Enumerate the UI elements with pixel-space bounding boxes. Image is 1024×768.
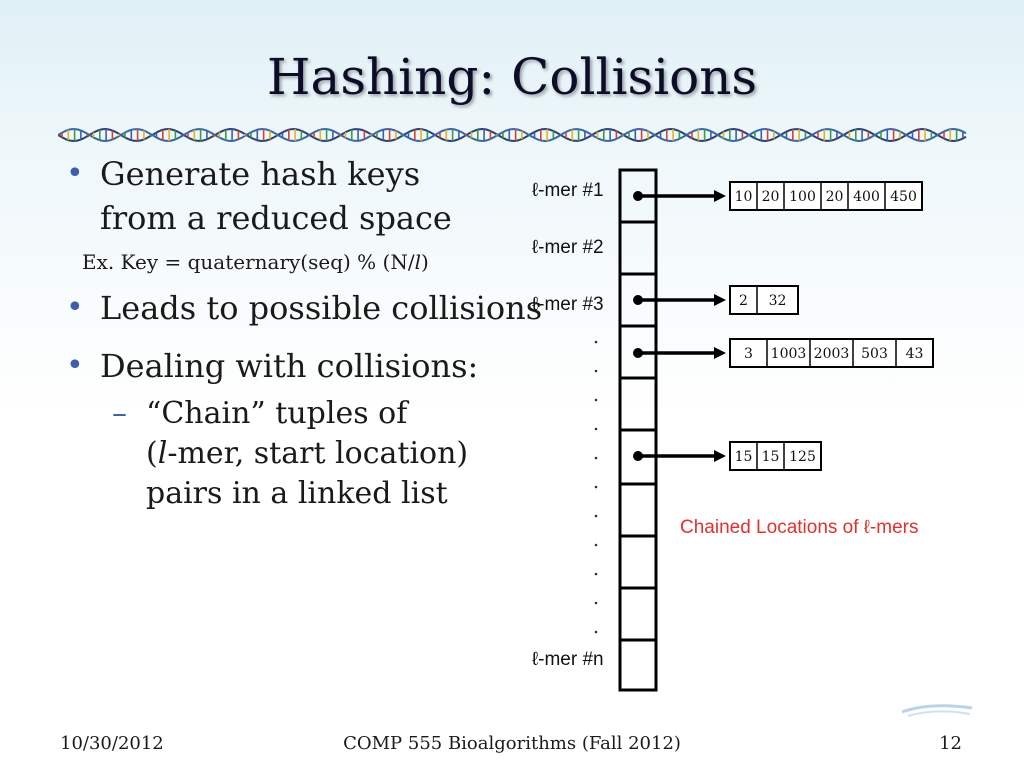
footer-course: COMP 555 Bioalgorithms (Fall 2012) — [343, 733, 681, 754]
bullet-3-text: Dealing with collisions: — [100, 347, 479, 385]
example-suffix: ) — [420, 250, 429, 274]
bullet-item-2: • Leads to possible collisions — [62, 286, 592, 330]
ellipsis-dot — [594, 340, 598, 344]
row-label-3: ℓ-mer #3 — [532, 294, 604, 315]
row-label-2: ℓ-mer #2 — [532, 237, 604, 258]
ellipsis-dot — [594, 543, 598, 547]
chain-cell-value: 2003 — [814, 346, 850, 362]
bullet-item-3: • Dealing with collisions: — [62, 344, 592, 388]
footer-page-number: 12 — [939, 733, 962, 754]
ellipsis-dot — [594, 601, 598, 605]
chain-list — [729, 441, 822, 471]
chain-list — [729, 338, 934, 368]
chain-cell-value: 15 — [762, 449, 780, 465]
bullet-icon: • — [66, 348, 84, 383]
sub-bullet-var: l — [157, 436, 168, 471]
example-prefix: Ex. Key = quaternary(seq) % (N/ — [82, 250, 415, 274]
ellipsis-dot — [594, 485, 598, 489]
bullet-icon: • — [66, 156, 84, 191]
sub-bullet-dash: – — [112, 396, 127, 431]
footer-date: 10/30/2012 — [60, 733, 164, 754]
swirl-decoration-icon — [901, 704, 973, 717]
bullet-2-text: Leads to possible collisions — [100, 289, 543, 327]
chain-cell-value: 450 — [890, 189, 917, 205]
chain-cell-value: 10 — [735, 189, 753, 205]
sub-bullet-rest: -mer, start location) — [167, 436, 469, 471]
chain-cell-value: 20 — [826, 189, 844, 205]
bullet-item-1: • Generate hash keys from a reduced spac… — [62, 152, 592, 240]
chain-cell-value: 43 — [906, 346, 924, 362]
arrow-head-icon — [714, 190, 726, 202]
chain-cell-value: 2 — [739, 293, 748, 309]
sub-bullet-line-2: (l-mer, start location) — [146, 434, 592, 474]
chain-list — [729, 285, 799, 315]
chain-cell-value: 32 — [769, 293, 787, 309]
chain-cell-value: 3 — [744, 346, 753, 362]
bullet-1-line-2: from a reduced space — [100, 199, 452, 237]
arrow-head-icon — [714, 450, 726, 462]
chain-cell-value: 15 — [735, 449, 753, 465]
ellipsis-dot — [594, 398, 598, 402]
sub-bullet: – “Chain” tuples of (l-mer, start locati… — [62, 394, 592, 514]
sub-bullet-open: ( — [146, 436, 158, 471]
ellipsis-dot — [594, 369, 598, 373]
hash-chain-diagram: ℓ-mer #1 ℓ-mer #2 ℓ-mer #3 ℓ-mer #n 10 20… — [532, 168, 934, 692]
example-line: Ex. Key = quaternary(seq) % (N/l) — [82, 248, 592, 276]
chain-cell-value: 20 — [762, 189, 780, 205]
sub-bullet-line-1: “Chain” tuples of — [146, 396, 408, 431]
arrow-head-icon — [714, 294, 726, 306]
chain-list — [729, 181, 923, 211]
example-var: l — [414, 250, 421, 274]
sub-bullet-line-3: pairs in a linked list — [146, 476, 448, 511]
row-label-n: ℓ-mer #n — [532, 649, 604, 670]
chain-cell-value: 1003 — [771, 346, 807, 362]
arrow-head-icon — [714, 347, 726, 359]
ellipsis-dot — [594, 427, 598, 431]
chain-cell-value: 503 — [861, 346, 888, 362]
diagram-caption: Chained Locations of ℓ-mers — [680, 517, 918, 538]
chain-cell-value: 400 — [853, 189, 880, 205]
bullet-list: • Generate hash keys from a reduced spac… — [62, 152, 592, 514]
bullet-1-line-1: Generate hash keys — [100, 155, 421, 193]
chain-cell-value: 125 — [789, 449, 816, 465]
ellipsis-dot — [594, 630, 598, 634]
ellipsis-dot — [594, 514, 598, 518]
ellipsis-dot — [594, 456, 598, 460]
ellipsis-dot — [594, 572, 598, 576]
slide-title: Hashing: Collisions — [266, 48, 758, 106]
chain-cell-value: 100 — [789, 189, 816, 205]
bullet-icon: • — [66, 290, 84, 325]
dna-divider-icon — [58, 127, 967, 143]
row-label-1: ℓ-mer #1 — [532, 180, 604, 201]
